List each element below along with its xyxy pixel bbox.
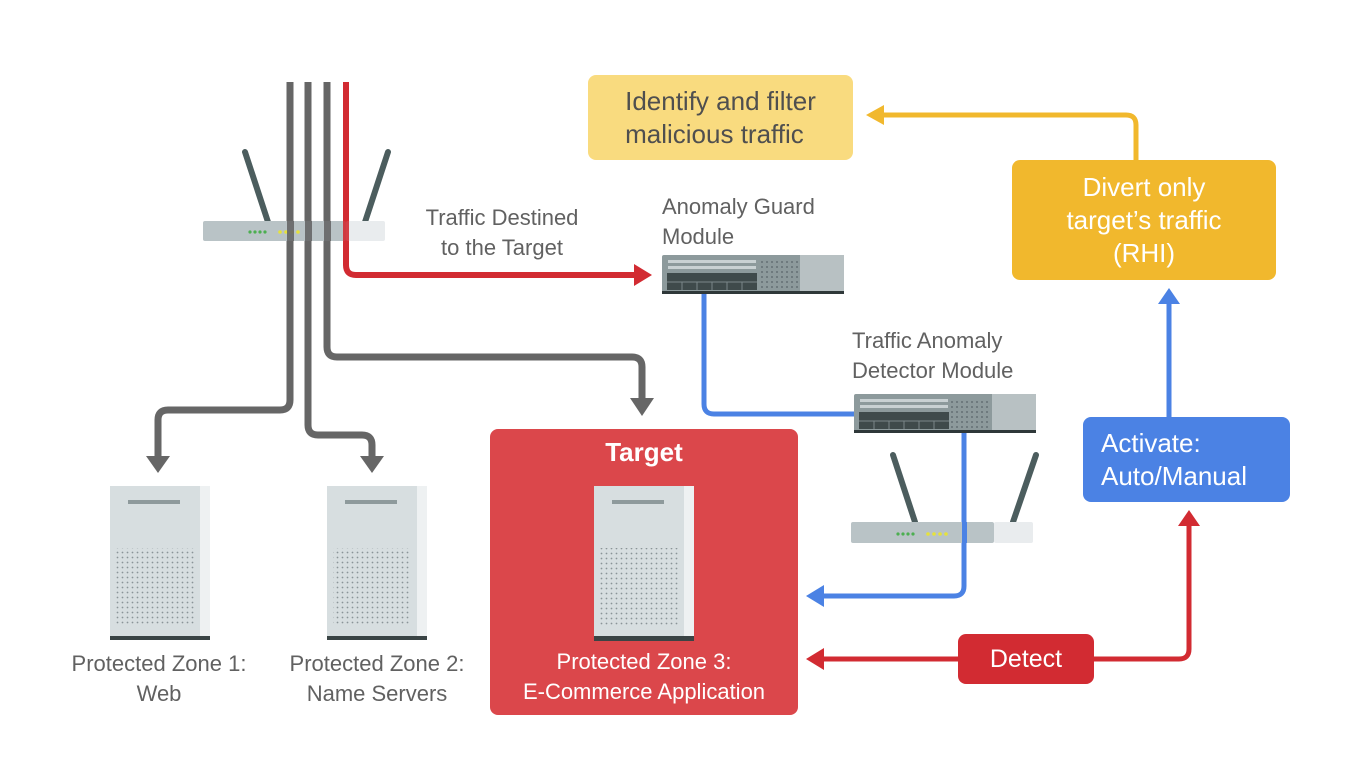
wire-to-target <box>323 82 646 400</box>
server-tower-icon <box>110 486 210 640</box>
target-zone-box: Target Protected Zone 3: E-Commerce Appl… <box>490 429 798 715</box>
wifi-router-icon <box>203 149 391 241</box>
detect-to-activate-wire <box>1094 524 1192 662</box>
anomaly-detector-label: Traffic Anomaly Detector Module <box>852 328 1014 383</box>
wire-to-zone2 <box>304 82 376 458</box>
filter-malicious-traffic-box: Identify and filter malicious traffic <box>588 75 853 160</box>
clean-traffic-wire-guard-to-detector <box>701 292 856 417</box>
attack-traffic-arrowhead <box>634 264 652 286</box>
detect-box: Detect <box>958 634 1094 684</box>
arrowhead-target <box>630 398 654 416</box>
server-tower-icon <box>594 486 694 641</box>
anomaly-guard-label: Anomaly Guard Module <box>662 194 815 249</box>
activate-to-divert-arrowhead <box>1158 288 1180 304</box>
arrowhead-zone1 <box>146 456 170 473</box>
detect-to-target-arrowhead <box>806 648 824 670</box>
traffic-destined-label: Traffic Destined to the Target <box>425 205 579 260</box>
clean-traffic-wire-return <box>822 432 967 599</box>
wire-to-zone1 <box>154 82 294 458</box>
clean-traffic-arrowhead <box>806 585 824 607</box>
divert-to-filter-wire <box>882 112 1139 160</box>
zone2-label: Protected Zone 2: Name Servers <box>289 651 465 706</box>
anomaly-detector-switch-icon <box>854 394 1036 433</box>
activate-box: Activate: Auto/Manual <box>1083 417 1290 502</box>
wifi-router-icon <box>851 452 1039 543</box>
arrowhead-zone2 <box>360 456 384 473</box>
divert-traffic-box: Divert only target’s traffic (RHI) <box>1012 160 1276 280</box>
divert-to-filter-arrowhead <box>866 105 884 125</box>
gray-arrowheads <box>146 398 654 473</box>
gray-wires <box>154 82 646 458</box>
anomaly-guard-switch-icon <box>662 255 844 294</box>
detect-to-activate-arrowhead <box>1178 510 1200 526</box>
zone1-label: Protected Zone 1: Web <box>71 651 247 706</box>
attack-traffic-wire <box>343 82 636 278</box>
server-tower-icon <box>327 486 427 640</box>
target-title: Target <box>605 437 683 467</box>
target-zone-label: Protected Zone 3: E-Commerce Application <box>522 649 766 704</box>
